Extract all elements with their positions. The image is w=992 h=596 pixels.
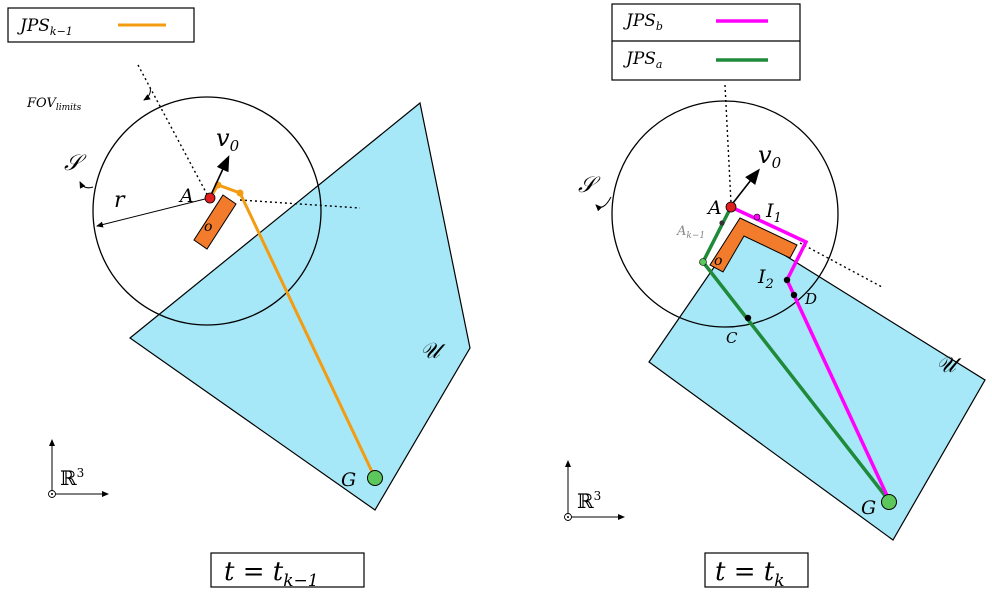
left-radius-label: r [114, 188, 126, 213]
right-obstacle [709, 217, 798, 273]
left-goal-label: G [341, 469, 356, 491]
right-i2-label: I2 [757, 266, 774, 292]
left-time-caption: t = tk−1 [210, 552, 365, 591]
right-path-node [699, 258, 707, 266]
right-goal-label: G [861, 497, 876, 519]
right-velocity-arrow [732, 168, 760, 204]
right-c-label: C [726, 329, 738, 347]
right-legend: JPSb JPSa [611, 3, 801, 81]
left-frame-label: ℝ3 [60, 466, 84, 490]
left-sensing-sphere [92, 96, 322, 326]
right-point-i2 [783, 276, 791, 284]
left-sphere-label: 𝒮 [64, 151, 87, 176]
right-prev-a-label: Ak−1 [676, 224, 705, 241]
right-point-a-label: A [706, 197, 722, 219]
left-fov-limit-line-2 [239, 199, 361, 209]
left-path-node [236, 189, 244, 197]
right-sphere-arrow [595, 196, 612, 212]
right-sphere-label: 𝒮 [578, 173, 601, 198]
left-obstacle [193, 194, 237, 250]
right-time-caption-text: t = tk [715, 557, 785, 591]
left-obstacle-label: o [204, 219, 212, 235]
right-unknown-region [648, 227, 986, 541]
right-obstacle-label: o [714, 253, 722, 269]
right-legend-a-label: JPSa [623, 49, 662, 71]
left-point-a [204, 192, 216, 204]
right-frame-label: ℝ3 [577, 489, 601, 513]
left-fov-arrow [143, 86, 151, 101]
left-point-a-label: A [178, 185, 194, 207]
right-coordinate-frame: ℝ3 [564, 460, 625, 521]
right-legend-b-label: JPSb [623, 11, 663, 33]
left-jps-path [208, 183, 377, 479]
left-legend: JPSk−1 [7, 7, 195, 43]
right-point-d [790, 291, 798, 299]
left-radius-arrow [96, 198, 206, 228]
left-coordinate-frame: ℝ3 [48, 439, 109, 498]
left-fov-label: FOVlimits [26, 96, 82, 113]
right-fov-limit-line-2 [799, 242, 883, 288]
left-fov-limit-line-1 [137, 64, 210, 199]
right-fov-limit-line-1 [724, 84, 732, 204]
left-velocity-arrow [209, 155, 230, 198]
left-goal [367, 470, 383, 486]
left-sphere-arrow [79, 181, 94, 189]
right-point-i1 [753, 213, 761, 221]
left-velocity-label: v0 [216, 124, 240, 155]
right-point-c [744, 314, 752, 322]
right-d-label: D [804, 290, 817, 308]
left-unknown-region [129, 101, 471, 511]
right-goal [881, 494, 897, 510]
left-panel: FOVlimits 𝒮 r v0 A o 𝒰 G JPSk−1 ℝ3 t = t… [7, 7, 471, 591]
right-time-caption: t = tk [704, 552, 809, 591]
right-panel: 𝒮 v0 A Ak−1 I1 I2 D C o 𝒰 G JPSb JPSa ℝ3 [564, 3, 986, 591]
right-sensing-sphere [611, 100, 839, 328]
right-point-a [725, 201, 737, 213]
right-i1-label: I1 [765, 200, 782, 226]
right-jps-b-path [730, 205, 892, 503]
right-velocity-label: v0 [758, 141, 782, 172]
right-point-prev-a [719, 220, 725, 226]
left-time-caption-text: t = tk−1 [224, 557, 319, 591]
left-legend-label: JPSk−1 [17, 16, 73, 38]
